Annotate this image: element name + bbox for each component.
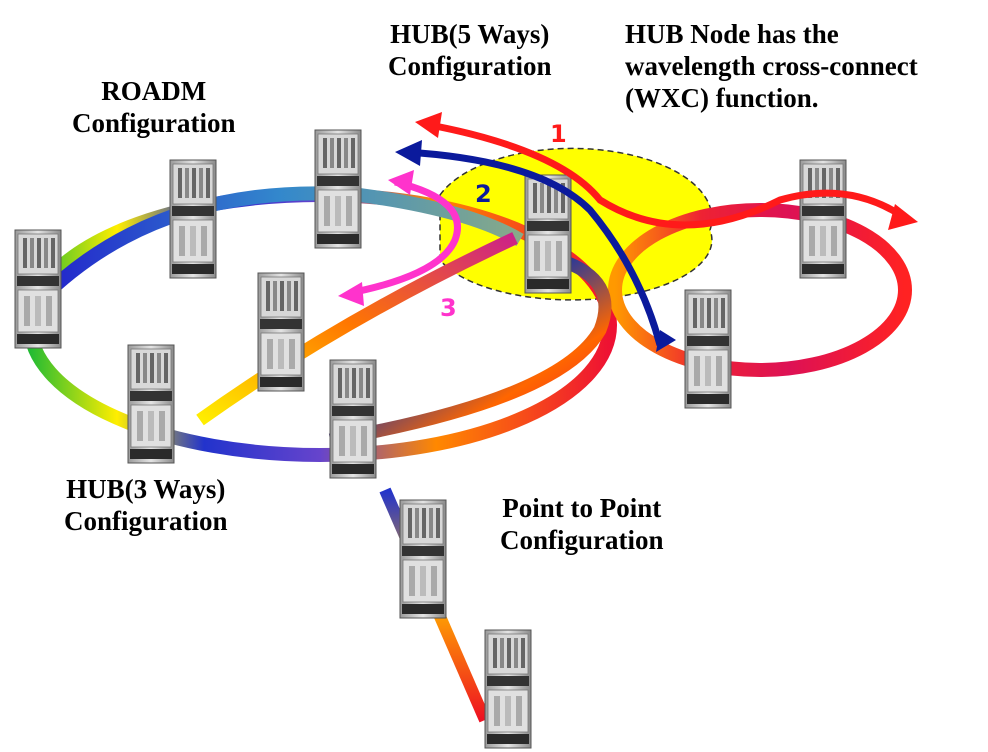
path-1-arrowhead-right [888, 204, 918, 230]
p2p-config-label: Point to Point Configuration [500, 492, 664, 556]
path-1-number: 1 [550, 120, 567, 148]
hub5-label-line1: HUB(5 Ways) [390, 19, 550, 49]
path-2-arrowhead-right [656, 330, 676, 352]
rack-node-roadm [169, 159, 217, 279]
hub-node-note-line2: wavelength cross-connect [625, 51, 918, 81]
hub3-config-label: HUB(3 Ways) Configuration [64, 473, 228, 537]
path-3-arrow [349, 178, 461, 297]
path-2-arrow [404, 148, 664, 346]
path-2-number: 2 [475, 180, 492, 208]
hub-highlight [439, 147, 713, 301]
roadm-config-label: ROADM Configuration [72, 75, 236, 139]
p2p-label-line1: Point to Point [502, 493, 662, 523]
rack-node-inner [257, 272, 305, 392]
hub3-label-line1: HUB(3 Ways) [66, 474, 226, 504]
diagonal-link [196, 232, 518, 426]
rack-node-right [799, 159, 847, 279]
path-3-arrowhead-top [388, 170, 414, 195]
rack-node-top [314, 129, 362, 249]
rack-node-left [14, 229, 62, 349]
roadm-label-line2: Configuration [72, 108, 236, 138]
rack-node-hub3 [127, 344, 175, 464]
rack-node-p2p-1 [399, 499, 447, 619]
path-1-arrow [429, 121, 907, 229]
hub5-config-label: HUB(5 Ways) Configuration [388, 18, 552, 82]
path-1-arrowhead-left [415, 112, 442, 138]
rack-node-right-lower [684, 289, 732, 409]
inner-ring [328, 253, 612, 447]
path-3-arrowhead-bottom [338, 282, 364, 306]
hub-node-note-line1: HUB Node has the [625, 19, 839, 49]
path-3-number: 3 [440, 294, 457, 322]
rack-node-p2p-2 [484, 629, 532, 749]
rack-node-bottom [329, 359, 377, 479]
hub-node-note-line3: (WXC) function. [625, 83, 819, 113]
path-2-arrowhead-left [395, 140, 422, 166]
hub-node-note: HUB Node has the wavelength cross-connec… [625, 18, 918, 114]
hub3-label-line2: Configuration [64, 506, 228, 536]
hub5-label-line2: Configuration [388, 51, 552, 81]
roadm-label-line1: ROADM [101, 76, 207, 106]
p2p-label-line2: Configuration [500, 525, 664, 555]
